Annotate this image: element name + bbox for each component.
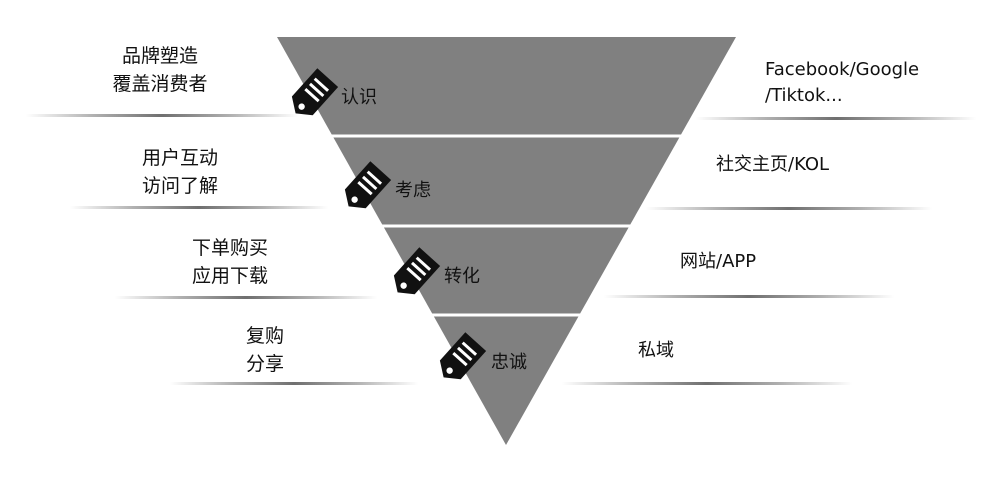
stage-channel: 网站/APP bbox=[680, 251, 757, 272]
separator-line bbox=[604, 295, 894, 298]
stage-label: 考虑 bbox=[395, 180, 431, 201]
stage-description: 用户互动 访问了解 bbox=[141, 147, 218, 197]
stage-channel: 社交主页/KOL bbox=[716, 154, 830, 175]
stage-label: 转化 bbox=[444, 266, 480, 287]
price-tag-icon bbox=[439, 332, 487, 380]
stage-channel: 私域 bbox=[638, 340, 674, 361]
separator-line bbox=[70, 206, 328, 209]
channel-line: Facebook/Google /Tiktok... bbox=[765, 59, 920, 106]
stage-label: 认识 bbox=[341, 87, 377, 108]
separator-line bbox=[562, 382, 852, 385]
price-tag-icon bbox=[344, 161, 392, 209]
price-tag-icon bbox=[393, 247, 441, 295]
price-tag-icon bbox=[291, 68, 339, 116]
separator-line bbox=[26, 114, 298, 117]
separator-line bbox=[646, 207, 932, 210]
stage-label: 忠诚 bbox=[491, 352, 527, 373]
separator-line bbox=[170, 382, 418, 385]
stage-channel: Facebook/Google /Tiktok... bbox=[765, 57, 985, 109]
stage-description: 品牌塑造 覆盖消费者 bbox=[112, 45, 208, 95]
separator-line bbox=[696, 117, 976, 120]
stage-description: 下单购买 应用下载 bbox=[191, 237, 268, 287]
separator-line bbox=[115, 296, 377, 299]
funnel-shape bbox=[277, 37, 736, 445]
stage-description: 复购 分享 bbox=[245, 325, 284, 375]
